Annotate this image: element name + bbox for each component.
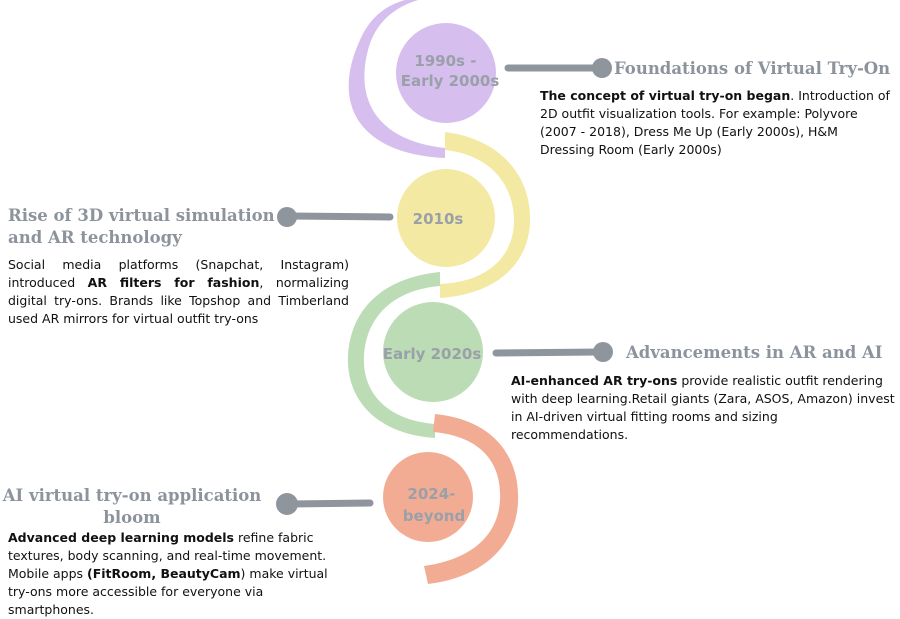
era-label-1990s-line1: 1990s - (414, 52, 476, 70)
timeline-diagram: 1990s - Early 2000s 2010s Early 2020s 20… (276, 0, 613, 584)
desc-ai-bloom: Advanced deep learning models refine fab… (8, 529, 346, 619)
desc-adv-bold-1: AI-enhanced AR try-ons (511, 373, 678, 388)
arc-2024 (424, 414, 519, 584)
era-label-2024-line2: beyond (403, 507, 465, 525)
desc-foundations-text-1: . Introduction of 2D outfit visualizatio… (540, 88, 890, 157)
era-label-1990s-line2: Early 2000s (401, 72, 500, 90)
arc-1990s (348, 0, 445, 158)
heading-advancements-ar-ai: Advancements in AR and AI (626, 343, 883, 362)
connector-knob-1990s (592, 58, 612, 78)
desc-adv-text-1: provide realistic outfit rendering with … (511, 373, 895, 442)
heading-rise-3d-ar: Rise of 3D virtual simulation and AR tec… (8, 206, 275, 247)
desc-bloom-bold-2: (FitRoom, BeautyCam (87, 566, 241, 581)
desc-bloom-text-1: refine fabric textures, body scanning, a… (8, 530, 327, 581)
era-circle-2020s (383, 302, 483, 402)
desc-bloom-bold-1: Advanced deep learning models (8, 530, 235, 545)
arc-2020s (347, 272, 440, 438)
era-label-2010s-line1: 2010s (413, 210, 464, 228)
connector-line-2024 (286, 499, 374, 508)
era-label-1990s: 1990s - Early 2000s (401, 52, 500, 90)
connector-2020s (492, 342, 613, 362)
heading-foundations: Foundations of Virtual Try-On (614, 59, 891, 78)
connector-1990s (504, 58, 612, 78)
era-label-2024: 2024- beyond (403, 485, 465, 525)
desc-foundations: The concept of virtual try-on began. Int… (540, 87, 894, 159)
era-label-2010s: 2010s (413, 210, 464, 228)
desc-rise-3d-ar: Social media platforms (Snapchat, Instag… (8, 256, 349, 328)
connector-knob-2020s (593, 342, 613, 362)
connector-2024 (276, 493, 374, 515)
connector-2010s (277, 207, 394, 227)
desc-rise-text-1: Social media platforms (Snapchat, Instag… (8, 257, 349, 290)
connector-knob-2010s (277, 207, 297, 227)
era-circle-2024 (383, 452, 473, 542)
era-circle-2010s (397, 169, 495, 267)
connector-line-2010s (285, 212, 394, 221)
connector-line-2020s (492, 348, 604, 357)
connector-knob-2024 (276, 493, 298, 515)
era-label-2020s-line1: Early 2020s (383, 345, 482, 363)
desc-rise-bold-1: AR filters for fashion (87, 275, 260, 290)
desc-advancements-ar-ai: AI-enhanced AR try-ons provide realistic… (511, 372, 896, 444)
era-label-2024-line1: 2024- (407, 485, 455, 503)
era-label-2020s: Early 2020s (383, 345, 482, 363)
arc-2010s (440, 132, 531, 298)
heading-ai-bloom: AI virtual try-on application bloom (2, 486, 262, 527)
desc-foundations-bold-1: The concept of virtual try-on began (540, 88, 791, 103)
era-circle-1990s (396, 23, 496, 123)
desc-rise-text-2: , normalizing digital try-ons. Brands li… (8, 275, 349, 326)
